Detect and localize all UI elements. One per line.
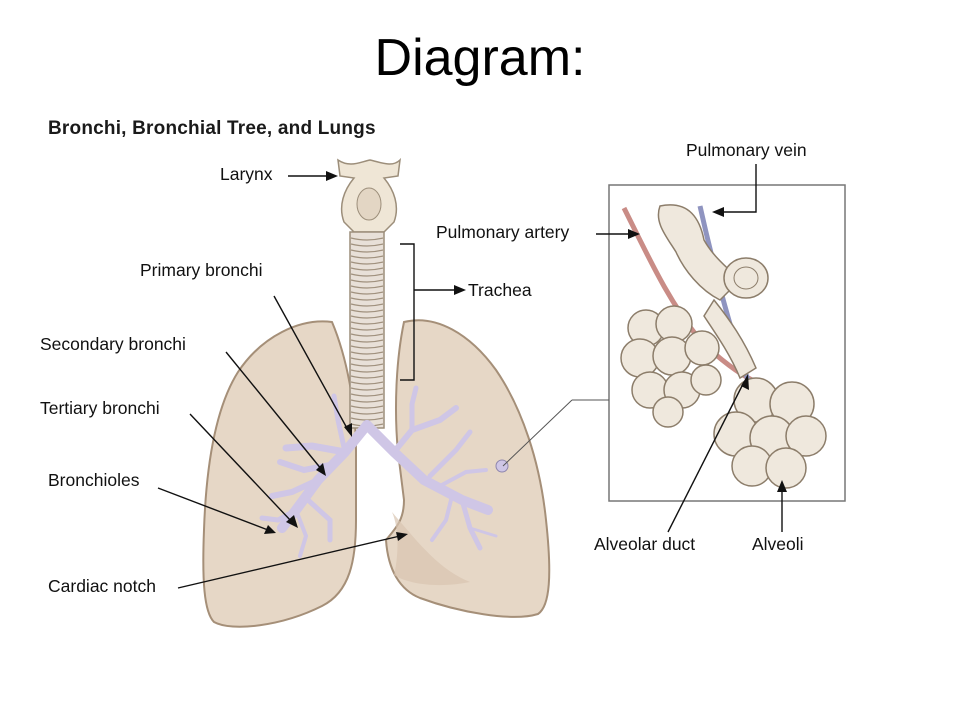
leader-arrowheads: [264, 171, 787, 541]
trachea-ring: [350, 273, 384, 277]
trachea-ring: [350, 387, 384, 391]
trachea-ring: [350, 339, 384, 343]
trachea-ring: [350, 357, 384, 361]
label-trachea: Trachea: [468, 280, 532, 300]
trachea-ring: [350, 261, 384, 265]
trachea-ring: [350, 399, 384, 403]
label-tertiary-bronchi: Tertiary bronchi: [40, 398, 160, 418]
label-secondary-bronchi: Secondary bronchi: [40, 334, 186, 354]
trachea-ring: [350, 255, 384, 259]
label-cardiac-notch: Cardiac notch: [48, 576, 156, 596]
label-bronchioles: Bronchioles: [48, 470, 140, 490]
trachea-ring: [350, 309, 384, 313]
alveoli-illustration: [620, 204, 827, 489]
label-pulmonary-artery: Pulmonary artery: [436, 222, 570, 242]
label-pulmonary-vein: Pulmonary vein: [686, 140, 807, 160]
trachea-ring: [350, 291, 384, 295]
trachea-ring: [350, 405, 384, 409]
leader-bronchioles: [157, 487, 269, 531]
trachea-ring: [350, 285, 384, 289]
label-alveoli: Alveoli: [752, 534, 804, 554]
label-primary-bronchi: Primary bronchi: [140, 260, 263, 280]
trachea-ring: [350, 267, 384, 271]
trachea-ring: [350, 315, 384, 319]
alveolus-marker: [495, 459, 509, 473]
trachea-ring: [350, 249, 384, 253]
trachea-ring: [350, 297, 384, 301]
trachea-ring: [350, 381, 384, 385]
trachea-ring: [350, 369, 384, 373]
trachea-ring: [350, 243, 384, 247]
leader-cardiac-notch: [177, 535, 401, 589]
trachea-ring: [350, 363, 384, 367]
figure-title: Bronchi, Bronchial Tree, and Lungs: [48, 118, 376, 139]
leader-tertiary-bronchi: [189, 413, 293, 523]
bronchial-tree: [259, 385, 498, 558]
trachea-rings: [350, 237, 384, 427]
trachea-ring: [350, 345, 384, 349]
leader-pulmonary-vein: [718, 164, 757, 213]
left-lung: [202, 320, 357, 628]
leader-alveolar-duct: [667, 381, 745, 533]
leader-secondary-bronchi: [225, 351, 323, 471]
slide-title: Diagram:: [374, 29, 586, 87]
trachea-ring: [350, 303, 384, 307]
trachea-ring: [350, 279, 384, 283]
larynx-shape: [337, 157, 402, 233]
trachea-ring: [350, 393, 384, 397]
cardiac-notch-shade: [392, 512, 470, 586]
trachea-ring: [350, 333, 384, 337]
leader-lines: [157, 164, 783, 589]
label-alveolar-duct: Alveolar duct: [594, 534, 696, 554]
right-lung: [384, 319, 551, 618]
trachea-ring: [350, 327, 384, 331]
label-larynx: Larynx: [220, 164, 273, 184]
leader-primary-bronchi: [273, 295, 349, 431]
inset-pointer-line: [502, 399, 573, 467]
trachea-ring: [350, 375, 384, 379]
trachea-bracket: [400, 243, 415, 381]
trachea-ring: [350, 321, 384, 325]
trachea-ring: [350, 411, 384, 415]
trachea-ring: [350, 237, 384, 241]
trachea-ring: [350, 351, 384, 355]
